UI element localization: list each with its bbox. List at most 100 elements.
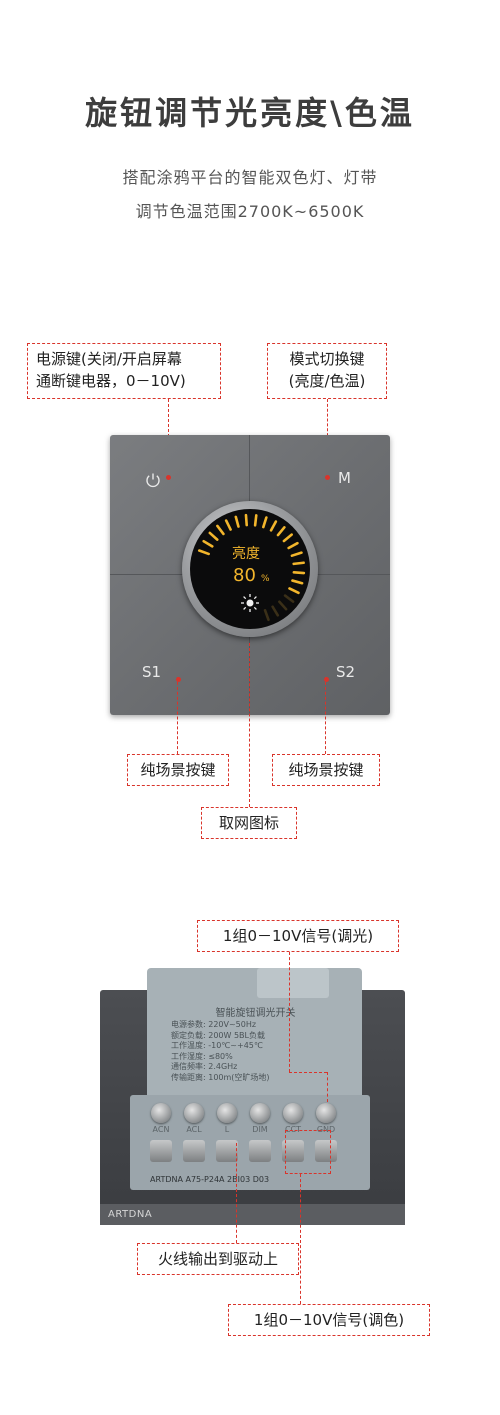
rotary-knob[interactable]: 亮度 80 % <box>182 501 318 637</box>
device-spec-line: 额定负载: 200W 5BL负载 <box>171 1030 265 1040</box>
brightness-tick <box>282 533 293 543</box>
brightness-arc <box>197 513 306 622</box>
brightness-tick <box>276 526 286 537</box>
device-label-title: 智能旋钮调光开关 <box>215 1008 296 1019</box>
dimming-signal-callout: 1组0－10V信号(调光) <box>197 920 399 952</box>
power-callout-line-2: 通断键电器，0－10V) <box>36 372 186 390</box>
s2-leader-line <box>325 677 326 754</box>
brightness-tick <box>244 513 249 527</box>
terminal-screw[interactable] <box>217 1103 237 1123</box>
terminal-dim[interactable]: DIM <box>245 1101 275 1162</box>
mode-key[interactable]: M <box>338 469 351 487</box>
network-leader-line <box>249 643 250 807</box>
terminal-clamp <box>315 1140 337 1162</box>
frame-brand: ARTDNA <box>108 1209 153 1220</box>
dim-leader-horizontal <box>289 1072 327 1073</box>
terminal-clamp <box>282 1140 304 1162</box>
switch-panel-front: M S1 S2 亮度 80 % <box>110 435 390 715</box>
scene-key-s2[interactable]: S2 <box>336 663 356 681</box>
power-callout-line-1: 电源键(关闭/开启屏幕 <box>36 350 182 368</box>
terminal-block: ACN ACL L DIM CCT GND ARTDNA A75-P24A 2BI03 D… <box>130 1095 370 1190</box>
brightness-tick <box>224 519 232 531</box>
brightness-sun-icon <box>241 594 259 612</box>
brightness-tick <box>283 594 295 603</box>
scene-key-s1[interactable]: S1 <box>142 663 162 681</box>
s2-marker-dot <box>324 677 329 682</box>
mode-key-callout: 模式切换键 (亮度/色温) <box>267 343 387 399</box>
brightness-tick <box>197 549 210 556</box>
page-title: 旋钮调节光亮度\色温 <box>85 94 415 132</box>
power-key-callout: 电源键(关闭/开启屏幕 通断键电器，0－10V) <box>27 343 221 399</box>
brightness-tick <box>287 541 299 550</box>
terminal-screw[interactable] <box>184 1103 204 1123</box>
screen-unit: % <box>261 574 270 584</box>
terminal-screw[interactable] <box>250 1103 270 1123</box>
screen-value-group: 80 % <box>233 565 270 586</box>
terminal-acl[interactable]: ACL <box>179 1101 209 1162</box>
terminal-clamp <box>216 1140 238 1162</box>
terminal-clamp <box>150 1140 172 1162</box>
network-callout: 取网图标 <box>201 807 297 839</box>
mode-callout-line-2: (亮度/色温) <box>288 372 366 390</box>
screen-brightness-value: 80 <box>233 565 256 586</box>
brightness-tick <box>291 579 304 585</box>
mode-marker-dot <box>325 475 330 480</box>
subtitle-line-1: 搭配涂鸦平台的智能双色灯、灯带 <box>122 168 378 187</box>
live-output-callout: 火线输出到驱动上 <box>137 1243 299 1275</box>
brightness-tick <box>292 561 305 566</box>
terminal-l[interactable]: L <box>212 1101 242 1162</box>
s2-callout: 纯场景按键 <box>272 754 380 786</box>
mode-callout-line-1: 模式切换键 <box>289 350 365 368</box>
screen-mode-label: 亮度 <box>232 546 260 562</box>
terminal-label: CCT <box>284 1125 302 1134</box>
terminal-label: DIM <box>252 1125 268 1134</box>
color-signal-callout: 1组0－10V信号(调色) <box>228 1304 430 1336</box>
device-spec-line: 工作温度: -10℃~+45℃ <box>171 1041 263 1050</box>
dim-leader-drop <box>327 1072 328 1102</box>
terminal-label: ACN <box>152 1125 170 1134</box>
device-model-text: ARTDNA A75-P24A 2BI03 D03 <box>150 1175 270 1184</box>
device-spec-line: 传输距离: 100m(空旷场地) <box>171 1072 270 1082</box>
live-leader-line <box>236 1143 237 1243</box>
s1-callout: 纯场景按键 <box>127 754 229 786</box>
brightness-tick <box>290 551 303 557</box>
brightness-tick <box>253 514 258 527</box>
brightness-tick <box>292 570 306 575</box>
brightness-tick <box>216 524 225 536</box>
s1-leader-line <box>177 677 178 754</box>
brightness-tick <box>208 531 219 541</box>
knob-screen: 亮度 80 % <box>190 509 310 629</box>
brightness-tick <box>202 539 214 548</box>
power-key[interactable] <box>144 471 162 489</box>
terminal-screw[interactable] <box>316 1103 336 1123</box>
front-frame-edge <box>100 1204 405 1225</box>
brightness-tick <box>288 587 300 595</box>
s1-marker-dot <box>176 677 181 682</box>
brightness-tick <box>269 520 278 532</box>
terminal-cct[interactable]: CCT <box>278 1101 308 1162</box>
terminal-gnd[interactable]: GND <box>311 1101 341 1162</box>
brightness-tick <box>262 516 268 529</box>
housing-tab <box>257 968 329 998</box>
terminal-label: L <box>224 1125 230 1134</box>
terminal-acn[interactable]: ACN <box>146 1101 176 1162</box>
dim-leader-line <box>289 952 290 1072</box>
power-icon <box>146 473 160 488</box>
power-marker-dot <box>166 475 171 480</box>
terminal-label: ACL <box>186 1125 202 1134</box>
device-spec-line: 通信频率: 2.4GHz <box>171 1062 238 1071</box>
terminal-clamp <box>249 1140 271 1162</box>
subtitle-line-2: 调节色温范围2700K~6500K <box>135 202 365 221</box>
color-leader-line <box>300 1174 301 1304</box>
brightness-tick <box>271 605 280 617</box>
device-spec-line: 工作湿度: ≤80% <box>171 1051 233 1061</box>
brightness-tick <box>278 600 288 611</box>
device-spec-line: 电源参数: 220V~50Hz <box>171 1020 257 1029</box>
terminal-clamp <box>183 1140 205 1162</box>
signal-terminal-highlight <box>285 1130 331 1174</box>
terminal-screw[interactable] <box>283 1103 303 1123</box>
brightness-tick <box>263 609 270 622</box>
terminal-screw[interactable] <box>151 1103 171 1123</box>
terminal-label: GND <box>316 1125 336 1134</box>
